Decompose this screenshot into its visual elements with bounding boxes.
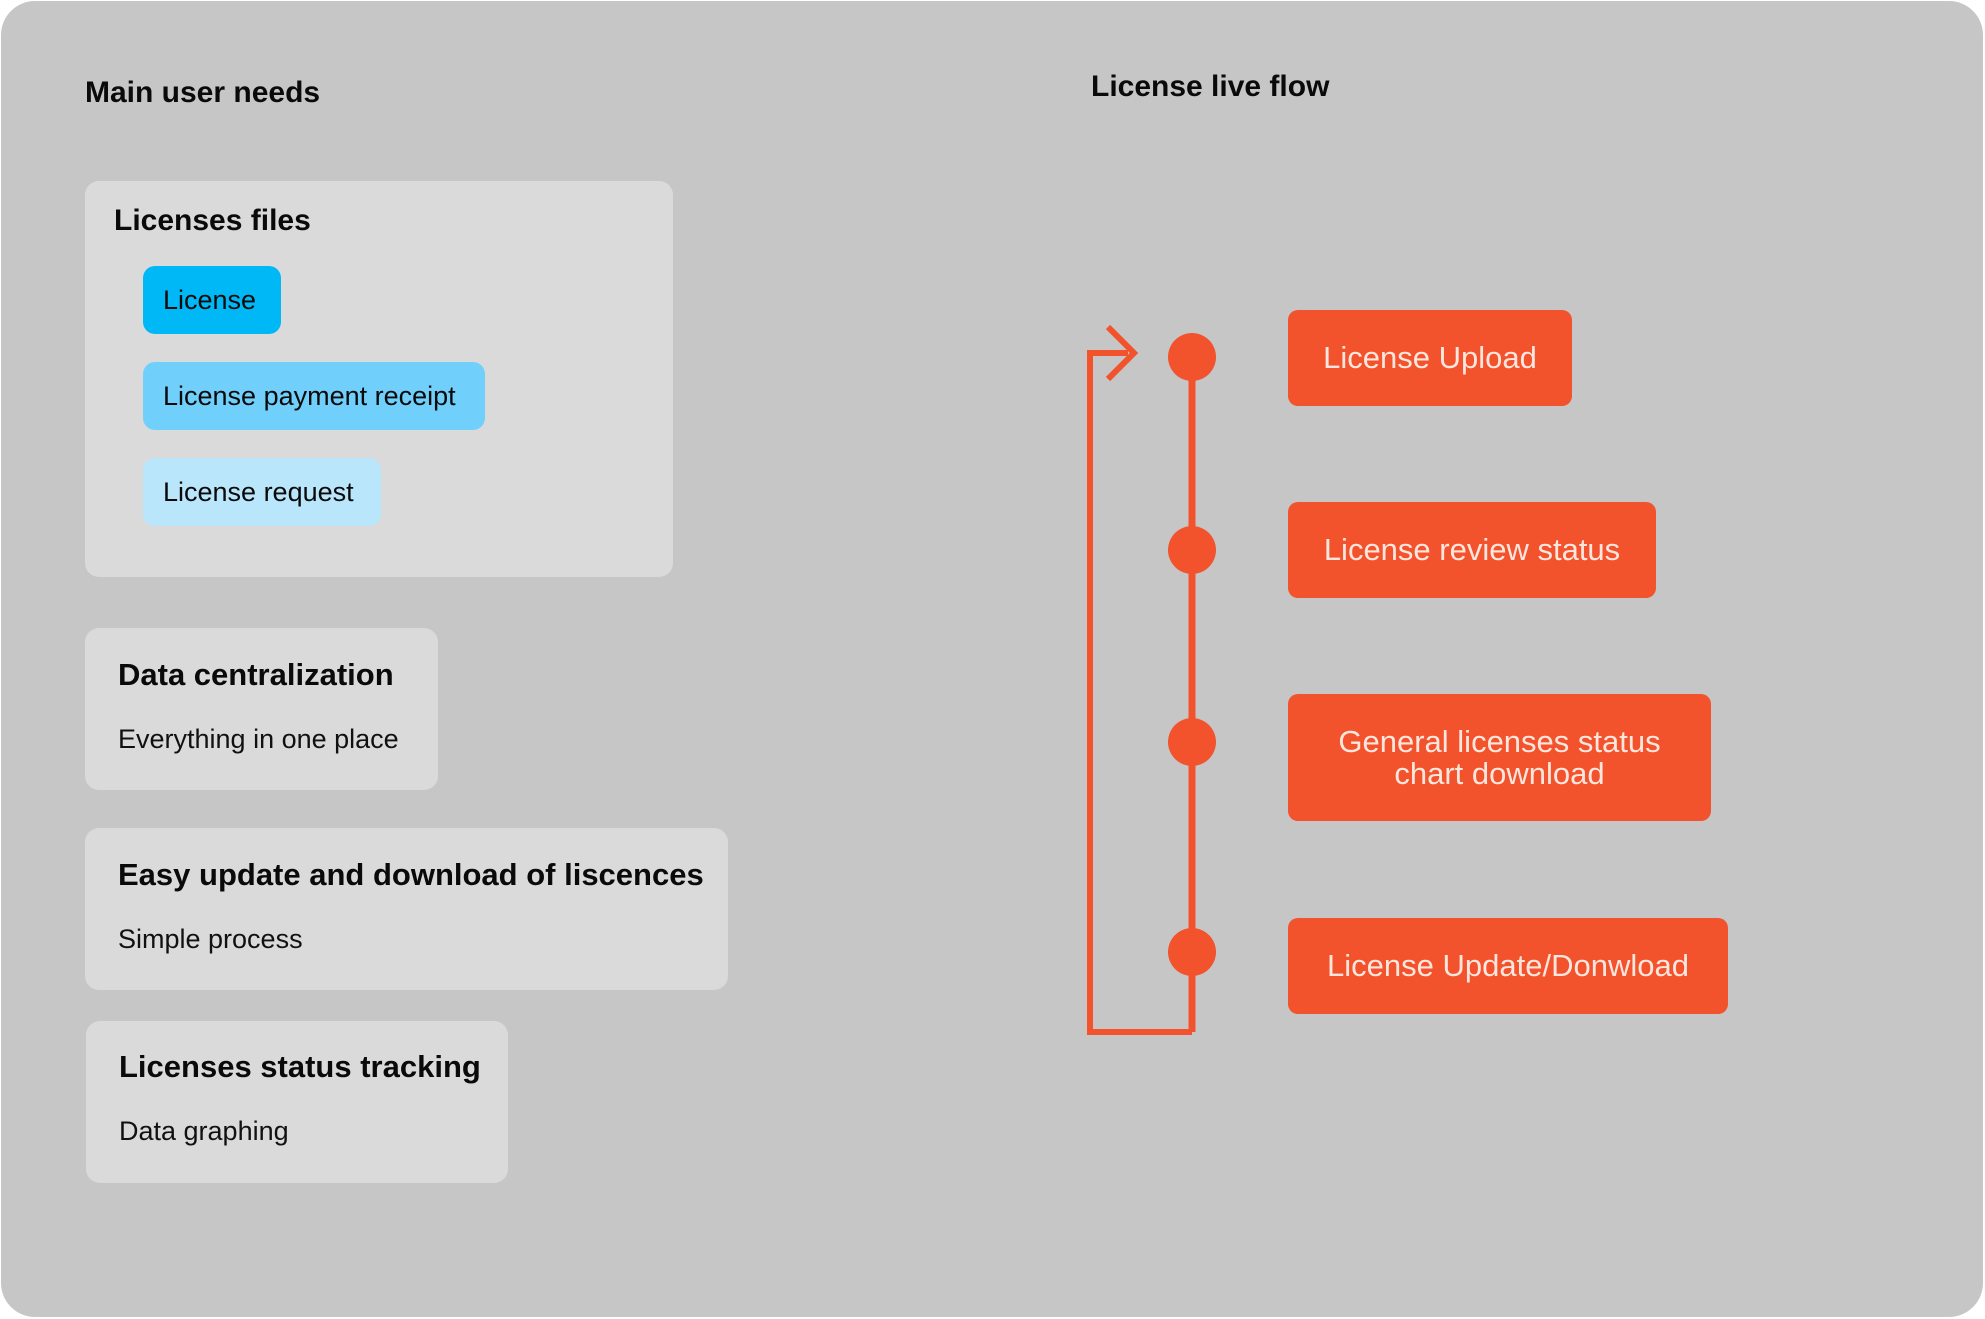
loop-arrow-icon [1105, 324, 1139, 382]
status-tracking-title: Licenses status tracking [119, 1049, 481, 1084]
license-chip[interactable]: License [143, 266, 281, 334]
status-tracking-card: Licenses status tracking Data graphing [86, 1021, 508, 1183]
data-centralization-title: Data centralization [118, 657, 394, 692]
data-centralization-subtitle: Everything in one place [118, 724, 399, 754]
main-user-needs-heading: Main user needs [85, 76, 321, 109]
loop-back-line [1087, 350, 1192, 1035]
license-review-status-step[interactable]: License review status [1288, 502, 1656, 598]
license-update-download-step[interactable]: License Update/Donwload [1288, 918, 1728, 1014]
easy-update-title: Easy update and download of liscences [118, 857, 704, 892]
easy-update-subtitle: Simple process [118, 924, 303, 954]
licenses-files-title: Licenses files [114, 204, 311, 237]
easy-update-card: Easy update and download of liscences Si… [85, 828, 728, 990]
flow-node-4 [1168, 928, 1216, 976]
license-upload-step[interactable]: License Upload [1288, 310, 1572, 406]
flow-node-1 [1168, 333, 1216, 381]
flow-node-3 [1168, 718, 1216, 766]
status-tracking-subtitle: Data graphing [119, 1116, 289, 1146]
data-centralization-card: Data centralization Everything in one pl… [85, 628, 438, 790]
license-request-chip[interactable]: License request [143, 458, 381, 526]
flow-node-2 [1168, 526, 1216, 574]
licenses-files-panel: Licenses files License License payment r… [85, 181, 673, 577]
license-payment-receipt-chip[interactable]: License payment receipt [143, 362, 485, 430]
license-live-flow-heading: License live flow [1091, 70, 1330, 103]
status-chart-download-step[interactable]: General licenses status chart download [1288, 694, 1711, 821]
